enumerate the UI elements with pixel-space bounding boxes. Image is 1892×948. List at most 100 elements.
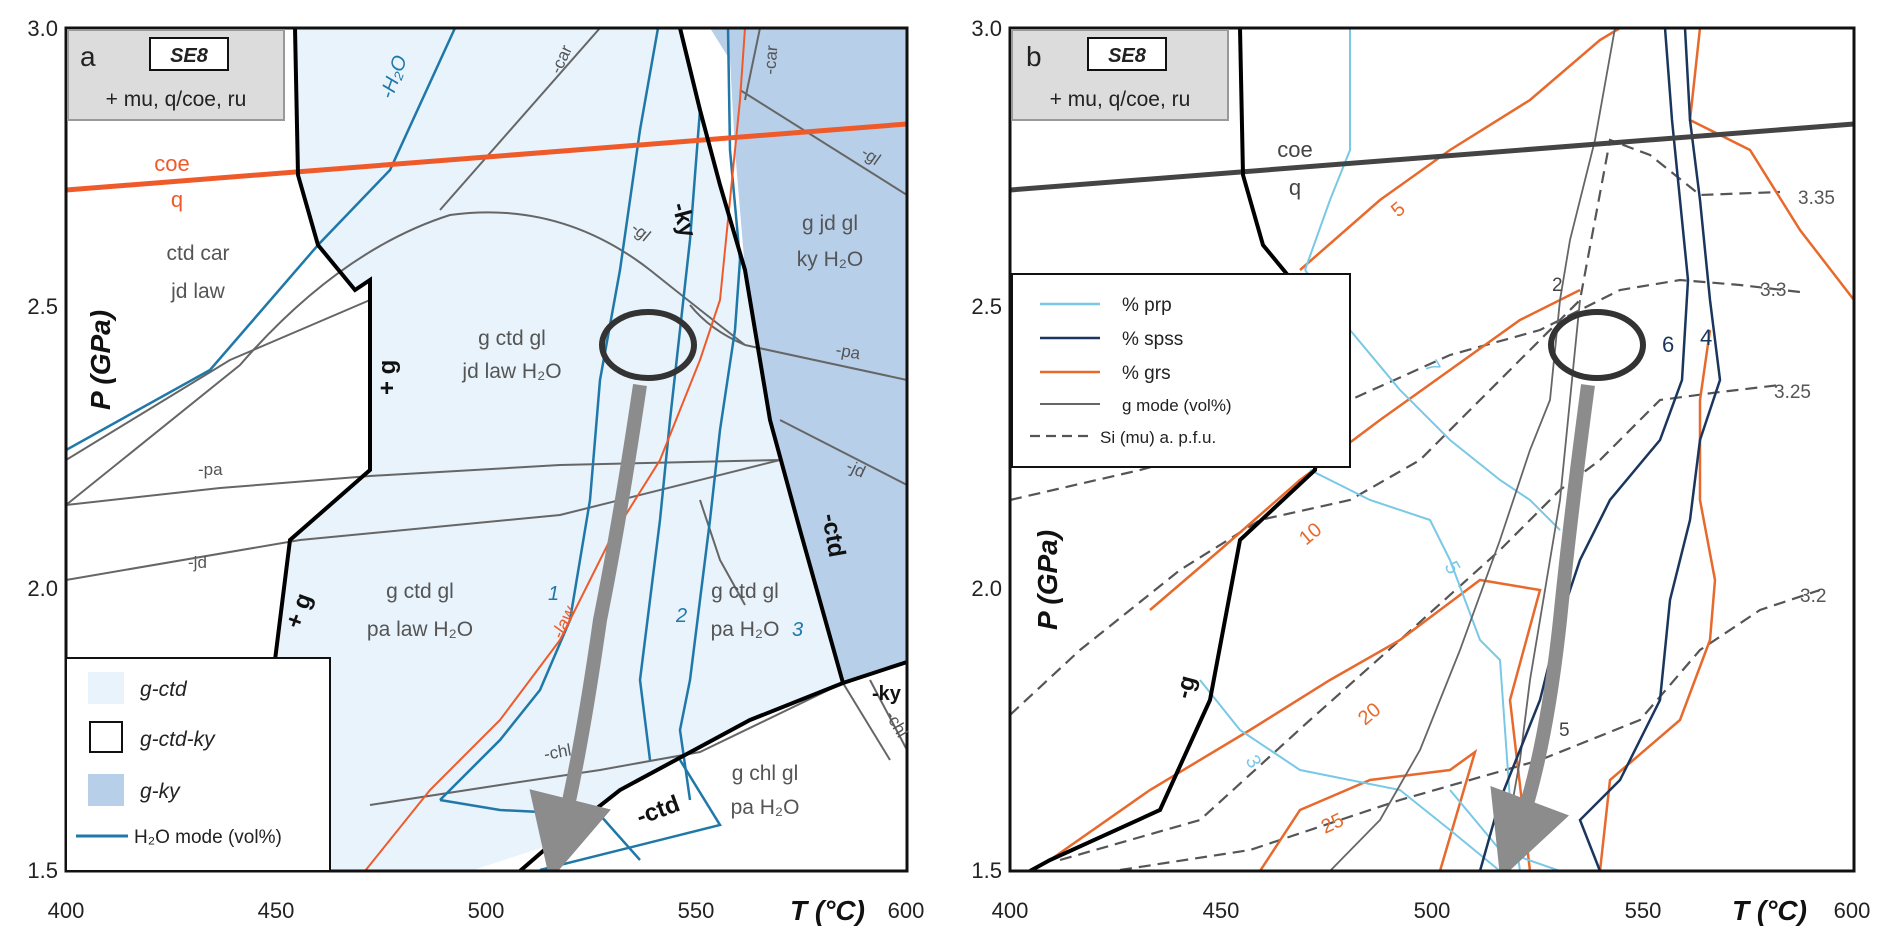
svg-text:550: 550 (678, 898, 715, 923)
panel-b-ylabel: P (GPa) (1032, 530, 1063, 630)
panel-b: b SE8 + mu, q/coe, ru coe q -g -g 3.35 3… (971, 16, 1870, 926)
si-label: 3.2 (1800, 586, 1826, 607)
bold-label: + g (374, 360, 401, 395)
bold-label: -ky (872, 683, 902, 705)
field-g-ctd (265, 28, 843, 871)
svg-text:600: 600 (888, 898, 925, 923)
grs-isopleths (1049, 28, 1854, 871)
panel-b-letter: b (1026, 41, 1042, 72)
panel-a-ylabel: P (GPa) (85, 310, 116, 410)
panel-b-sample-box (1087, 37, 1167, 71)
legend-label: g-ctd-ky (140, 728, 216, 751)
panel-b-frame (1008, 26, 1856, 873)
panel-a: a SE8 + mu, q/coe, ru coe q ctd car jd l… (27, 16, 924, 926)
si-label: 3.25 (1774, 382, 1811, 403)
panel-a-assemblage: + mu, q/coe, ru (106, 88, 247, 111)
svg-text:500: 500 (1414, 898, 1451, 923)
svg-text:500: 500 (468, 898, 505, 923)
svg-text:400: 400 (992, 898, 1029, 923)
panel-a-sample-box (149, 37, 229, 71)
svg-text:400: 400 (48, 898, 85, 923)
reaction-lines (66, 28, 907, 806)
legend-label: g-ky (140, 780, 181, 803)
reaction-label: -pa (198, 460, 223, 479)
prp-label: 3 (1241, 752, 1266, 773)
svg-text:2.0: 2.0 (971, 576, 1002, 601)
spss-label: 4 (1700, 325, 1712, 350)
field-label: ky H₂O (797, 248, 864, 271)
svg-text:2.5: 2.5 (27, 294, 58, 319)
panel-a-coe: coe (154, 151, 189, 176)
legend-label: Si (mu) a. p.f.u. (1100, 428, 1216, 447)
prp-label: 5 (1440, 558, 1465, 579)
grs-label: 5 (1387, 198, 1410, 222)
field-g-ky (710, 28, 907, 683)
panel-b-axis-ticks: 400 450 500 550 600 1.5 2.0 2.5 3.0 (971, 16, 1870, 923)
reaction-label: -chl (542, 740, 572, 763)
coe-q-line (66, 121, 907, 193)
mode-label: 5 (1559, 720, 1570, 741)
panel-b-assemblage: + mu, q/coe, ru (1050, 88, 1191, 111)
svg-text:3.0: 3.0 (971, 16, 1002, 41)
field-g-ctd-ky-low (550, 662, 907, 871)
g-out-boundary (1029, 28, 1317, 871)
si-label: 3.3 (1760, 280, 1786, 301)
panel-a-axis-ticks: 400 450 500 550 600 1.5 2.0 2.5 3.0 (27, 16, 924, 923)
panel-a-letter: a (80, 41, 96, 72)
field-label: pa law H₂O (367, 618, 473, 641)
svg-text:450: 450 (258, 898, 295, 923)
panel-a-sample: SE8 (170, 45, 209, 67)
reaction-label: -jd (188, 553, 207, 572)
svg-text:550: 550 (1625, 898, 1662, 923)
legend-label: g-ctd (140, 678, 188, 701)
field-label: pa H₂O (731, 796, 800, 819)
field-label: g jd gl (802, 212, 858, 235)
svg-text:450: 450 (1203, 898, 1240, 923)
prp-label: 7 (1420, 357, 1445, 378)
peak-ellipse-b (1548, 309, 1646, 381)
field-label: pa H₂O (711, 618, 780, 641)
grs-label: 10 (1295, 519, 1326, 550)
reaction-label: -car (760, 44, 782, 75)
svg-text:600: 600 (1834, 898, 1871, 923)
pt-path-arrow (529, 383, 647, 871)
svg-text:2.0: 2.0 (27, 576, 58, 601)
panel-a-q: q (171, 187, 183, 212)
reaction-label: -pa (834, 340, 862, 363)
svg-text:1.5: 1.5 (27, 858, 58, 883)
legend-label: % spss (1122, 329, 1183, 350)
field-label: ctd car (166, 242, 229, 265)
field-label: g chl gl (732, 762, 799, 785)
contour-label: 2 (675, 605, 687, 627)
panel-b-q: q (1289, 175, 1301, 200)
svg-text:1.5: 1.5 (971, 858, 1002, 883)
mode-label: 2 (1552, 275, 1563, 296)
peak-ellipse (599, 309, 697, 381)
field-label: g ctd gl (386, 580, 454, 603)
bold-label: -g (1170, 673, 1202, 702)
contour-label: 3 (792, 619, 803, 641)
svg-text:2.5: 2.5 (971, 294, 1002, 319)
panel-a-xlabel: T (°C) (790, 895, 865, 926)
panel-b-coe: coe (1277, 137, 1312, 162)
field-label: jd law H₂O (461, 360, 561, 383)
legend-label: H₂O mode (vol%) (134, 827, 282, 848)
legend-label: % grs (1122, 363, 1171, 384)
svg-text:3.0: 3.0 (27, 16, 58, 41)
panel-a-frame (64, 26, 909, 873)
g-mode-isopleths (1329, 28, 1616, 871)
grs-label: 25 (1318, 809, 1347, 838)
spss-label: 6 (1662, 332, 1674, 357)
legend-label: % prp (1122, 295, 1172, 316)
pt-path-arrow-b (1490, 384, 1595, 871)
coe-q-line-b (1010, 121, 1854, 193)
field-label: g ctd gl (478, 327, 546, 350)
contour-label: 1 (548, 583, 559, 605)
panel-b-xlabel: T (°C) (1732, 895, 1807, 926)
si-label: 3.35 (1798, 188, 1835, 209)
panel-b-legend: % prp % spss % grs g mode (vol%) Si (mu)… (1011, 273, 1351, 468)
field-label: jd law (170, 280, 226, 303)
spss-isopleths (1478, 28, 1722, 871)
law-line (364, 28, 746, 871)
